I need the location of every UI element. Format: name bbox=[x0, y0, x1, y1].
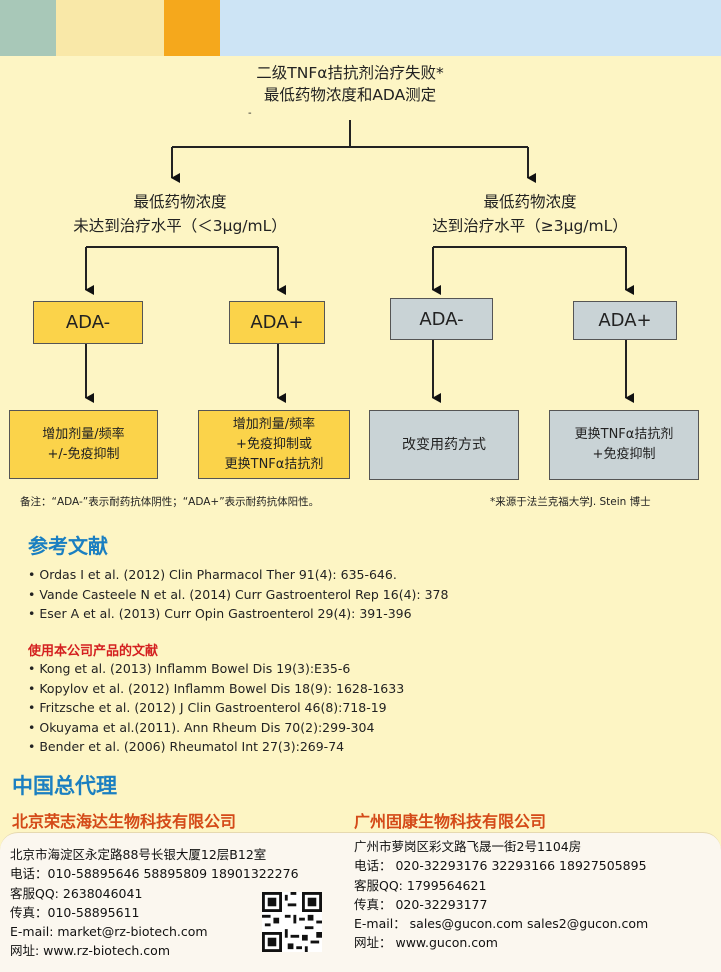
product-reference-item: Okuyama et al.(2011). Ann Rheum Dis 70(2… bbox=[28, 718, 404, 738]
left-contact: 北京市海淀区永定路88号长银大厦12层B12室 电话：010-58895646 … bbox=[10, 845, 299, 961]
header-segment bbox=[56, 0, 164, 56]
left-branch-line2: 未达到治疗水平（＜3μg/mL） bbox=[73, 217, 287, 235]
result-box-2: 增加剂量/频率 +免疫抑制或 更换TNFα拮抗剂 bbox=[198, 410, 350, 479]
left-address: 北京市海淀区永定路88号长银大厦12层B12室 bbox=[10, 847, 267, 862]
product-reference-item: Bender et al. (2006) Rheumatol Int 27(3)… bbox=[28, 737, 404, 757]
result-4-line2: +免疫抑制 bbox=[592, 447, 656, 462]
ada-negative-box-low: ADA- bbox=[33, 301, 143, 344]
right-address: 广州市萝岗区彩文路飞晟一街2号1104房 bbox=[354, 839, 582, 854]
right-contact: 广州市萝岗区彩文路飞晟一街2号1104房 电话： 020-32293176 32… bbox=[354, 837, 648, 953]
ada-positive-box-high: ADA+ bbox=[573, 301, 677, 340]
result-box-3: 改变用药方式 bbox=[369, 410, 519, 480]
result-box-4: 更换TNFα拮抗剂 +免疫抑制 bbox=[549, 410, 699, 480]
right-fax: 传真： 020-32293177 bbox=[354, 896, 488, 912]
root-node-line2: 最低药物浓度和ADA测定 bbox=[263, 86, 437, 104]
right-company-name: 广州固康生物科技有限公司 bbox=[354, 812, 547, 831]
header-color-bar bbox=[0, 0, 721, 56]
note-left: 备注：“ADA-”表示耐药抗体阴性；“ADA+”表示耐药抗体阳性。 bbox=[20, 496, 320, 508]
qr-code-icon bbox=[262, 892, 322, 952]
right-website[interactable]: 网址： www.gucon.com bbox=[354, 935, 498, 951]
references-list: Ordas I et al. (2012) Clin Pharmacol The… bbox=[28, 565, 448, 624]
product-references-title: 使用本公司产品的文献 bbox=[28, 644, 159, 659]
left-branch-label: 最低药物浓度 未达到治疗水平（＜3μg/mL） bbox=[30, 190, 330, 238]
root-node-line1: 二级TNFα拮抗剂治疗失败* bbox=[256, 64, 444, 82]
product-references-list: Kong et al. (2013) Inflamm Bowel Dis 19(… bbox=[28, 659, 404, 757]
product-reference-item: Kopylov et al. (2012) Inflamm Bowel Dis … bbox=[28, 679, 404, 699]
result-2-line1: 增加剂量/频率 bbox=[232, 416, 316, 432]
result-box-1: 增加剂量/频率 +/-免疫抑制 bbox=[9, 410, 158, 479]
right-branch-line2: 达到治疗水平（≥3μg/mL） bbox=[432, 217, 628, 235]
header-segment bbox=[164, 0, 220, 56]
product-reference-item: Kong et al. (2013) Inflamm Bowel Dis 19(… bbox=[28, 659, 404, 679]
references-title: 参考文献 bbox=[28, 534, 108, 558]
left-email[interactable]: E-mail: market@rz-biotech.com bbox=[10, 924, 208, 940]
reference-item: Eser A et al. (2013) Curr Opin Gastroent… bbox=[28, 604, 448, 624]
left-fax: 传真：010-58895611 bbox=[10, 904, 140, 920]
contact-panel bbox=[0, 832, 721, 972]
result-2-line2: +免疫抑制或 bbox=[236, 436, 312, 452]
result-4-line1: 更换TNFα拮抗剂 bbox=[574, 427, 674, 442]
result-1-line1: 增加剂量/频率 bbox=[42, 426, 125, 442]
right-phone: 电话： 020-32293176 32293166 18927505895 bbox=[354, 858, 647, 874]
left-website[interactable]: 网址: www.rz-biotech.com bbox=[10, 943, 171, 959]
header-segment bbox=[220, 0, 721, 56]
ada-negative-box-high: ADA- bbox=[390, 298, 493, 340]
left-qq: 客服QQ: 2638046041 bbox=[10, 885, 143, 901]
agents-title: 中国总代理 bbox=[12, 774, 117, 798]
right-email[interactable]: E-mail： sales@gucon.com sales2@gucon.com bbox=[354, 916, 649, 932]
left-branch-line1: 最低药物浓度 bbox=[133, 193, 227, 211]
product-reference-item: Fritzsche et al. (2012) J Clin Gastroent… bbox=[28, 698, 404, 718]
result-2-line3: 更换TNFα拮抗剂 bbox=[224, 456, 324, 472]
left-phone: 电话：010-58895646 58895809 18901322276 bbox=[10, 866, 299, 882]
result-1-line2: +/-免疫抑制 bbox=[47, 446, 120, 462]
right-branch-line1: 最低药物浓度 bbox=[483, 193, 577, 211]
header-segment bbox=[0, 0, 56, 56]
reference-item: Ordas I et al. (2012) Clin Pharmacol The… bbox=[28, 565, 448, 585]
right-qq: 客服QQ: 1799564621 bbox=[354, 877, 487, 893]
root-node: 二级TNFα拮抗剂治疗失败* 最低药物浓度和ADA测定 bbox=[180, 62, 520, 106]
root-mark: - bbox=[248, 108, 252, 119]
reference-item: Vande Casteele N et al. (2014) Curr Gast… bbox=[28, 585, 448, 605]
right-branch-label: 最低药物浓度 达到治疗水平（≥3μg/mL） bbox=[380, 190, 680, 238]
note-right: *来源于法兰克福大学J. Stein 博士 bbox=[490, 496, 651, 508]
ada-positive-box-low: ADA+ bbox=[229, 301, 325, 344]
left-company-name: 北京荣志海达生物科技有限公司 bbox=[12, 812, 237, 831]
flowchart-connectors bbox=[85, 120, 634, 403]
